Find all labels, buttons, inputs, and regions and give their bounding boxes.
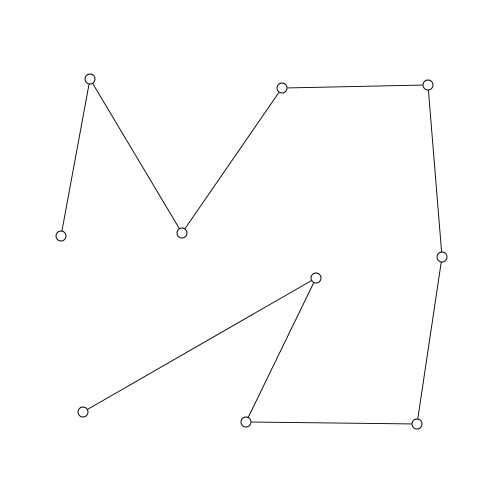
polyline-edges — [61, 83, 443, 425]
node-6 — [436, 251, 448, 263]
edge-5-6 — [427, 89, 443, 253]
edge-8-9 — [247, 282, 315, 418]
edge-2-3 — [92, 83, 180, 229]
node-9 — [310, 272, 322, 284]
edge-7-8 — [250, 421, 413, 425]
node-8 — [240, 416, 252, 428]
edge-6-7 — [417, 261, 442, 420]
edge-1-2 — [61, 83, 90, 232]
node-7 — [411, 418, 423, 430]
polyline-nodes — [55, 73, 448, 430]
node-2 — [84, 73, 96, 85]
node-5 — [422, 79, 434, 91]
edge-3-4 — [184, 91, 280, 230]
edge-4-5 — [286, 84, 424, 89]
edge-9-10 — [87, 280, 312, 410]
node-3 — [176, 227, 188, 239]
node-4 — [276, 82, 288, 94]
node-1 — [55, 230, 67, 242]
node-10 — [77, 406, 89, 418]
